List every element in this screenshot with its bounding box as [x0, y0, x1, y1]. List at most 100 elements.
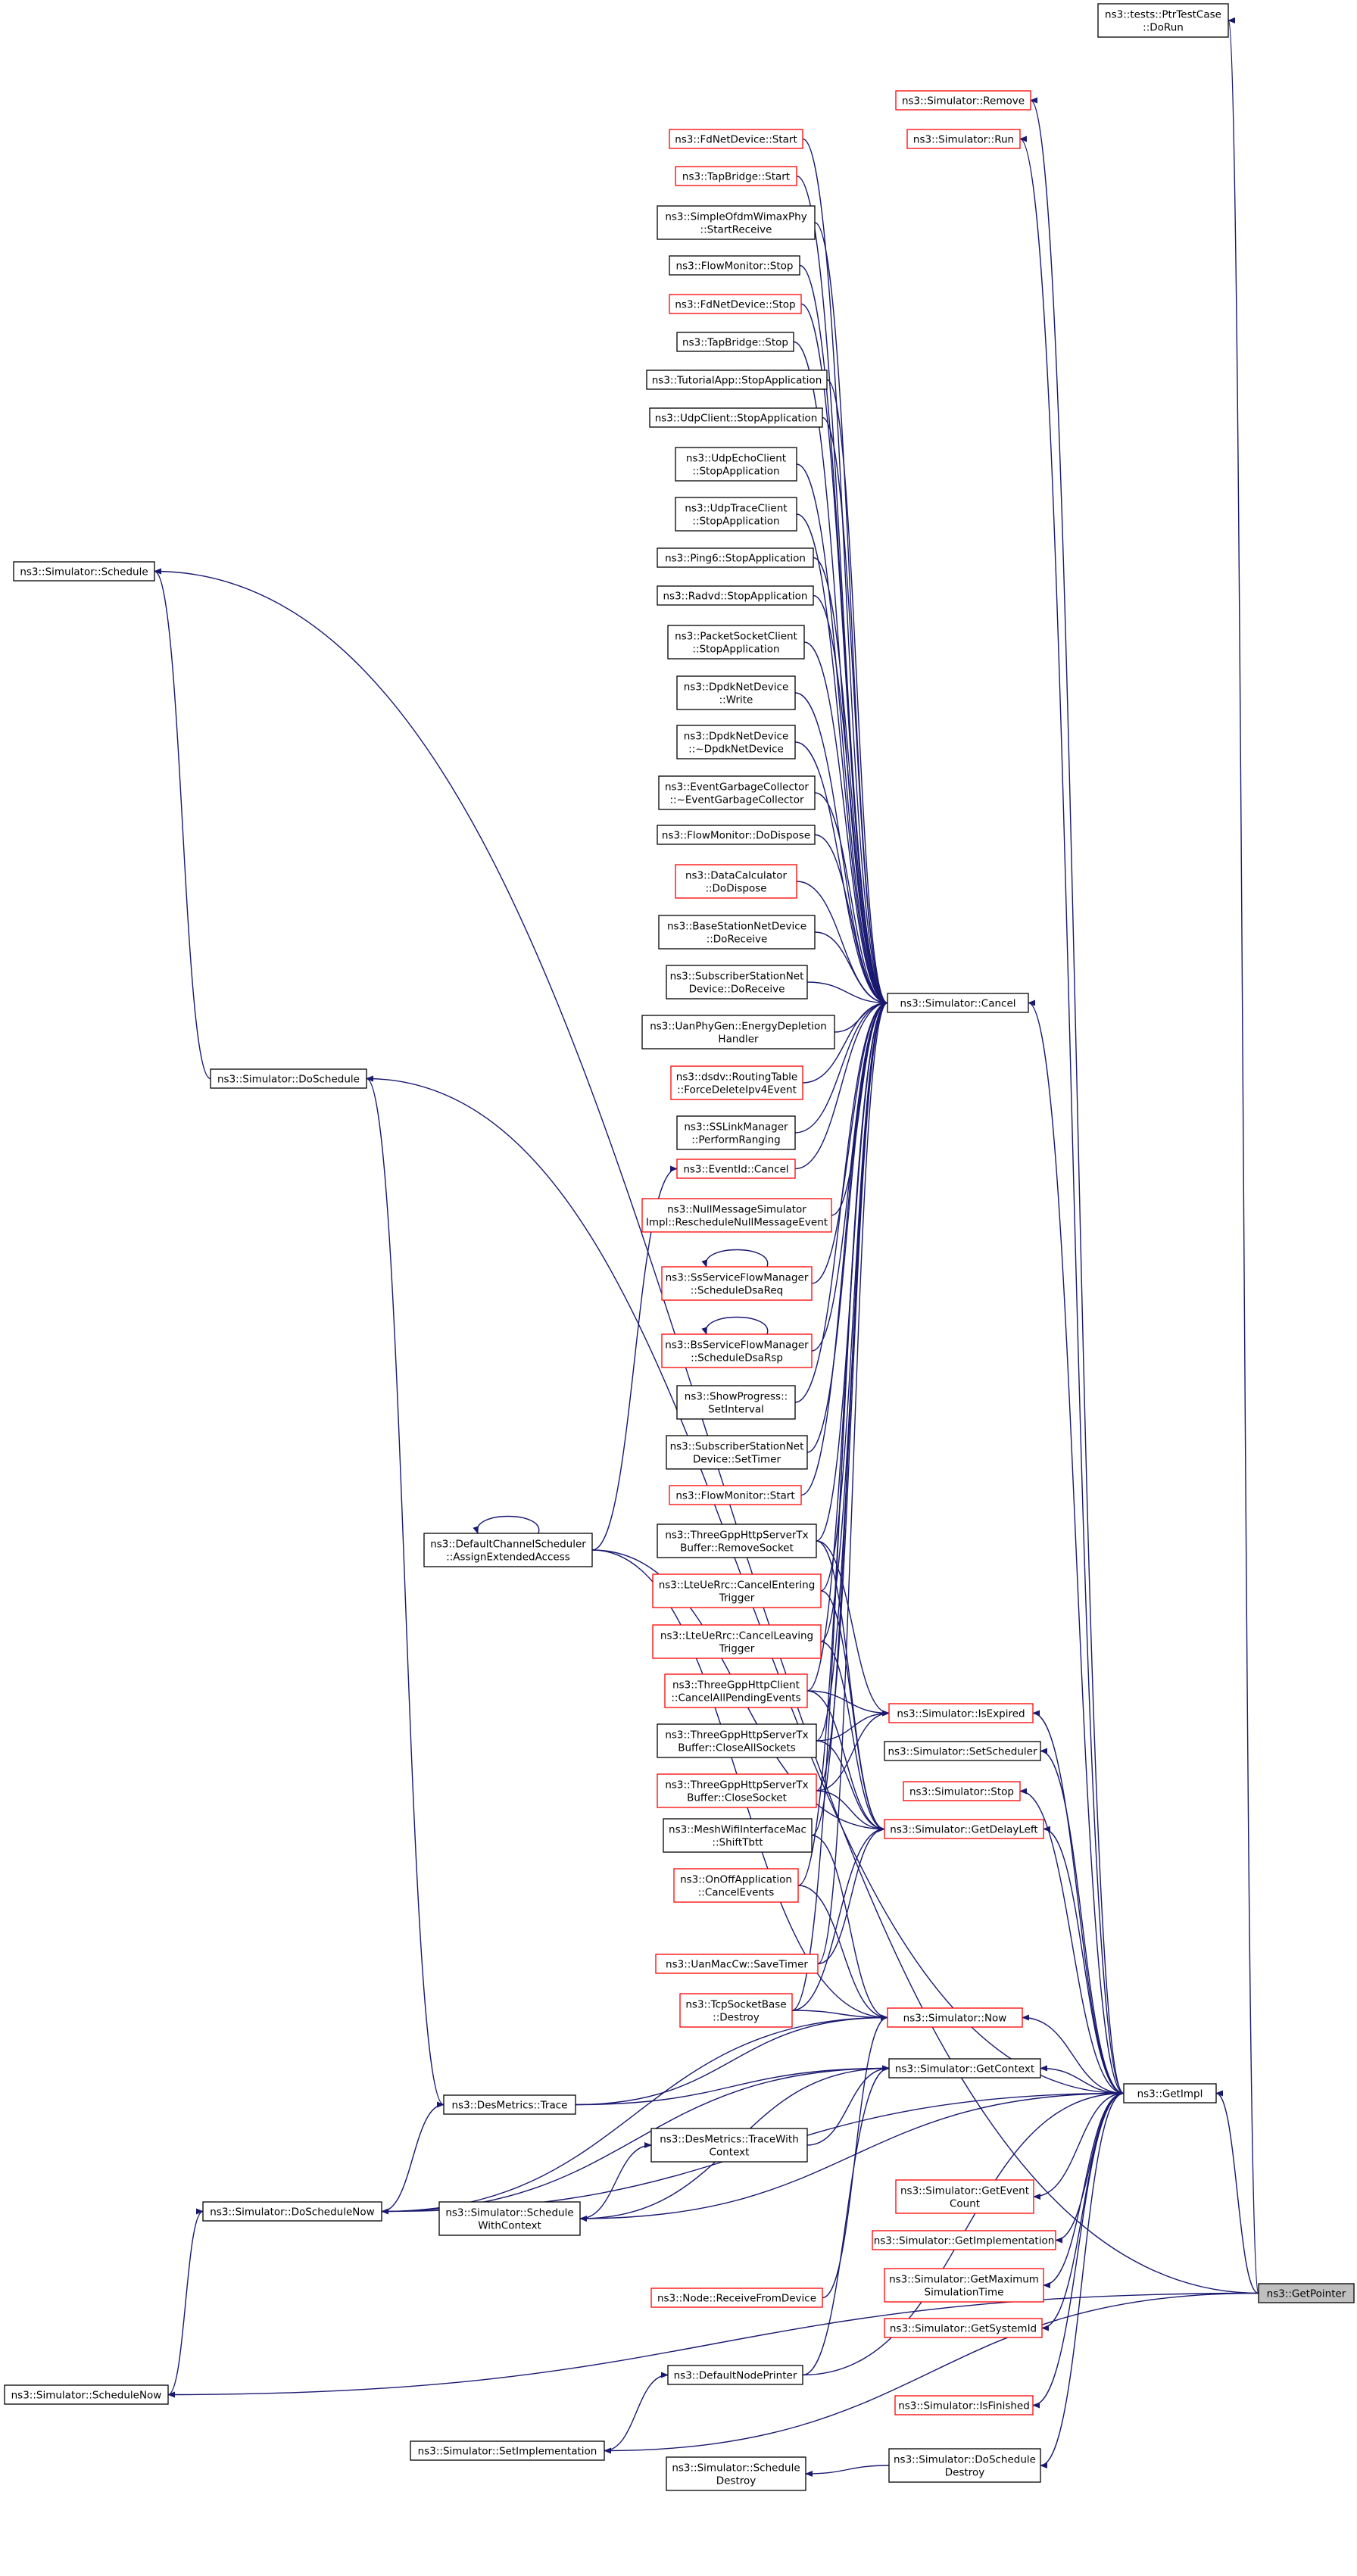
node-nullmsg[interactable]: ns3::NullMessageSimulatorImpl::Reschedul… [641, 1198, 832, 1233]
node-bsflow[interactable]: ns3::BsServiceFlowManager::ScheduleDsaRs… [661, 1333, 813, 1368]
node-isexpired[interactable]: ns3::Simulator::IsExpired [888, 1703, 1034, 1723]
node-box [667, 625, 805, 660]
node-bsrecv[interactable]: ns3::BaseStationNetDevice::DoReceive [658, 915, 816, 950]
node-getdelay[interactable]: ns3::Simulator::GetDelayLeft [884, 1819, 1044, 1839]
node-fmstop[interactable]: ns3::FlowMonitor::Stop [669, 255, 800, 276]
node-showprog[interactable]: ns3::ShowProgress::SetInterval [676, 1385, 796, 1420]
node-udptrace[interactable]: ns3::UdpTraceClient::StopApplication [675, 497, 797, 532]
node-tgppclose[interactable]: ns3::ThreeGppHttpServerTxBuffer::CloseSo… [657, 1773, 817, 1808]
node-run[interactable]: ns3::Simulator::Run [906, 129, 1021, 149]
node-onoff[interactable]: ns3::OnOffApplication::CancelEvents [673, 1868, 799, 1903]
node-setimpl[interactable]: ns3::Simulator::SetImplementation [410, 2440, 605, 2461]
edge-getcontext-getimpl [1040, 2065, 1125, 2094]
node-label: ns3::FdNetDevice::Start [675, 134, 797, 146]
node-fmdispose[interactable]: ns3::FlowMonitor::DoDispose [657, 825, 816, 845]
node-getpointer[interactable]: ns3::GetPointer [1258, 2283, 1355, 2303]
edge-setimpl-getpointer [604, 2292, 1259, 2454]
node-tgppclient[interactable]: ns3::ThreeGppHttpClient::CancelAllPendin… [664, 1673, 808, 1708]
node-now[interactable]: ns3::Simulator::Now [887, 2007, 1023, 2028]
node-eventcancel[interactable]: ns3::EventId::Cancel [676, 1159, 796, 1179]
node-udpecho[interactable]: ns3::UdpEchoClient::StopApplication [675, 447, 797, 482]
node-stop[interactable]: ns3::Simulator::Stop [903, 1781, 1021, 1801]
node-tgppremove[interactable]: ns3::ThreeGppHttpServerTxBuffer::RemoveS… [657, 1523, 817, 1558]
node-label: ns3::EventId::Cancel [683, 1164, 788, 1176]
edge-cancel-fdstart [802, 138, 888, 1006]
node-dpdkwrite[interactable]: ns3::DpdkNetDevice::Write [676, 675, 796, 710]
edge-getmaxsim-getimpl [1043, 2092, 1125, 2288]
edge-getdelay-tgppclose [816, 1790, 885, 1832]
node-tutorial[interactable]: ns3::TutorialApp::StopApplication [646, 370, 828, 390]
node-defchan[interactable]: ns3::DefaultChannelScheduler::AssignExte… [423, 1533, 593, 1567]
node-tgppcloseall[interactable]: ns3::ThreeGppHttpServerTxBuffer::CloseAl… [657, 1723, 817, 1758]
node-packetsock[interactable]: ns3::PacketSocketClient::StopApplication [667, 625, 805, 660]
node-doschedule[interactable]: ns3::Simulator::DoSchedule [210, 1068, 367, 1089]
node-datacalc[interactable]: ns3::DataCalculator::DoDispose [675, 864, 797, 899]
node-egc[interactable]: ns3::EventGarbageCollector::~EventGarbag… [658, 775, 816, 810]
node-label: ns3::FdNetDevice::Stop [675, 299, 795, 311]
edge-cancel-fdstop [800, 303, 888, 1006]
edge-getdelay-tgppremove [816, 1540, 885, 1832]
node-meshshift[interactable]: ns3::MeshWifiInterfaceMac::ShiftTbtt [663, 1818, 813, 1853]
node-tcpdestroy[interactable]: ns3::TcpSocketBase::Destroy [679, 1993, 793, 2028]
node-fdstart[interactable]: ns3::FdNetDevice::Start [669, 129, 803, 149]
node-destrace[interactable]: ns3::DesMetrics::Trace [443, 2094, 576, 2115]
edge-schedestroy-doscheddestroy [805, 2465, 890, 2477]
node-box [658, 775, 816, 810]
node-udpclient[interactable]: ns3::UdpClient::StopApplication [649, 407, 823, 428]
node-ptr[interactable]: ns3::tests::PtrTestCase::DoRun [1097, 3, 1229, 38]
node-ssrecv[interactable]: ns3::SubscriberStationNetDevice::DoRecei… [666, 965, 808, 1000]
node-sstimer[interactable]: ns3::SubscriberStationNetDevice::SetTime… [666, 1435, 808, 1470]
node-dpdkdtor[interactable]: ns3::DpdkNetDevice::~DpdkNetDevice [676, 725, 796, 759]
edge-defchan-defchan [473, 1515, 540, 1534]
node-fdstop[interactable]: ns3::FdNetDevice::Stop [669, 294, 802, 314]
node-cancel[interactable]: ns3::Simulator::Cancel [887, 993, 1029, 1013]
node-label: ns3::Simulator::Run [913, 134, 1014, 146]
node-isfinished[interactable]: ns3::Simulator::IsFinished [894, 2395, 1034, 2415]
node-doschednow[interactable]: ns3::Simulator::DoScheduleNow [202, 2201, 382, 2222]
node-label: ns3::UdpEchoClient [686, 453, 786, 465]
node-fmstart[interactable]: ns3::FlowMonitor::Start [669, 1485, 802, 1505]
node-noderecv[interactable]: ns3::Node::ReceiveFromDevice [650, 2288, 823, 2308]
node-getimpl[interactable]: ns3::GetImpl [1123, 2083, 1217, 2104]
node-box [210, 1068, 367, 1089]
node-schednow[interactable]: ns3::Simulator::ScheduleNow [4, 2384, 169, 2405]
node-dsdv[interactable]: ns3::dsdv::RoutingTable::ForceDeleteIpv4… [670, 1065, 803, 1100]
node-label: ns3::Simulator::SetScheduler [888, 1746, 1037, 1758]
node-label: ns3::SubscriberStationNet [670, 1441, 804, 1453]
node-ssflow[interactable]: ns3::SsServiceFlowManager::ScheduleDsaRe… [661, 1266, 813, 1301]
node-getcontext[interactable]: ns3::Simulator::GetContext [888, 2058, 1041, 2079]
node-tapstop[interactable]: ns3::TapBridge::Stop [676, 332, 794, 352]
edge-schedctx-getimpl [579, 2092, 1125, 2222]
node-defnodeprinter[interactable]: ns3::DefaultNodePrinter [667, 2365, 803, 2385]
node-label: ::StopApplication [692, 516, 779, 528]
node-box [661, 1266, 813, 1301]
node-schedule[interactable]: ns3::Simulator::Schedule [13, 561, 155, 582]
node-getsystemid[interactable]: ns3::Simulator::GetSystemId [884, 2318, 1043, 2338]
node-radvd[interactable]: ns3::Radvd::StopApplication [657, 585, 814, 606]
node-ping6[interactable]: ns3::Ping6::StopApplication [657, 547, 814, 568]
node-sslink[interactable]: ns3::SSLinkManager::PerformRanging [676, 1115, 796, 1150]
node-uanmac[interactable]: ns3::UanMacCw::SaveTimer [655, 1954, 819, 1974]
node-tapstart[interactable]: ns3::TapBridge::Start [675, 166, 797, 186]
node-simpleofdm[interactable]: ns3::SimpleOfdmWimaxPhy::StartReceive [657, 205, 816, 240]
node-label: ::ShiftTbtt [712, 1837, 763, 1849]
node-box [676, 1385, 796, 1420]
node-label: ns3::TcpSocketBase [685, 1999, 786, 2011]
node-label: Trigger [719, 1592, 755, 1605]
node-box [675, 166, 797, 186]
node-remove[interactable]: ns3::Simulator::Remove [895, 90, 1031, 111]
node-getimplementation[interactable]: ns3::Simulator::GetImplementation [872, 2230, 1056, 2250]
node-label: ns3::LteUeRrc::CancelLeaving [660, 1630, 813, 1642]
node-label: ns3::Simulator::Remove [902, 95, 1025, 108]
node-setscheduler[interactable]: ns3::Simulator::SetScheduler [884, 1741, 1041, 1761]
